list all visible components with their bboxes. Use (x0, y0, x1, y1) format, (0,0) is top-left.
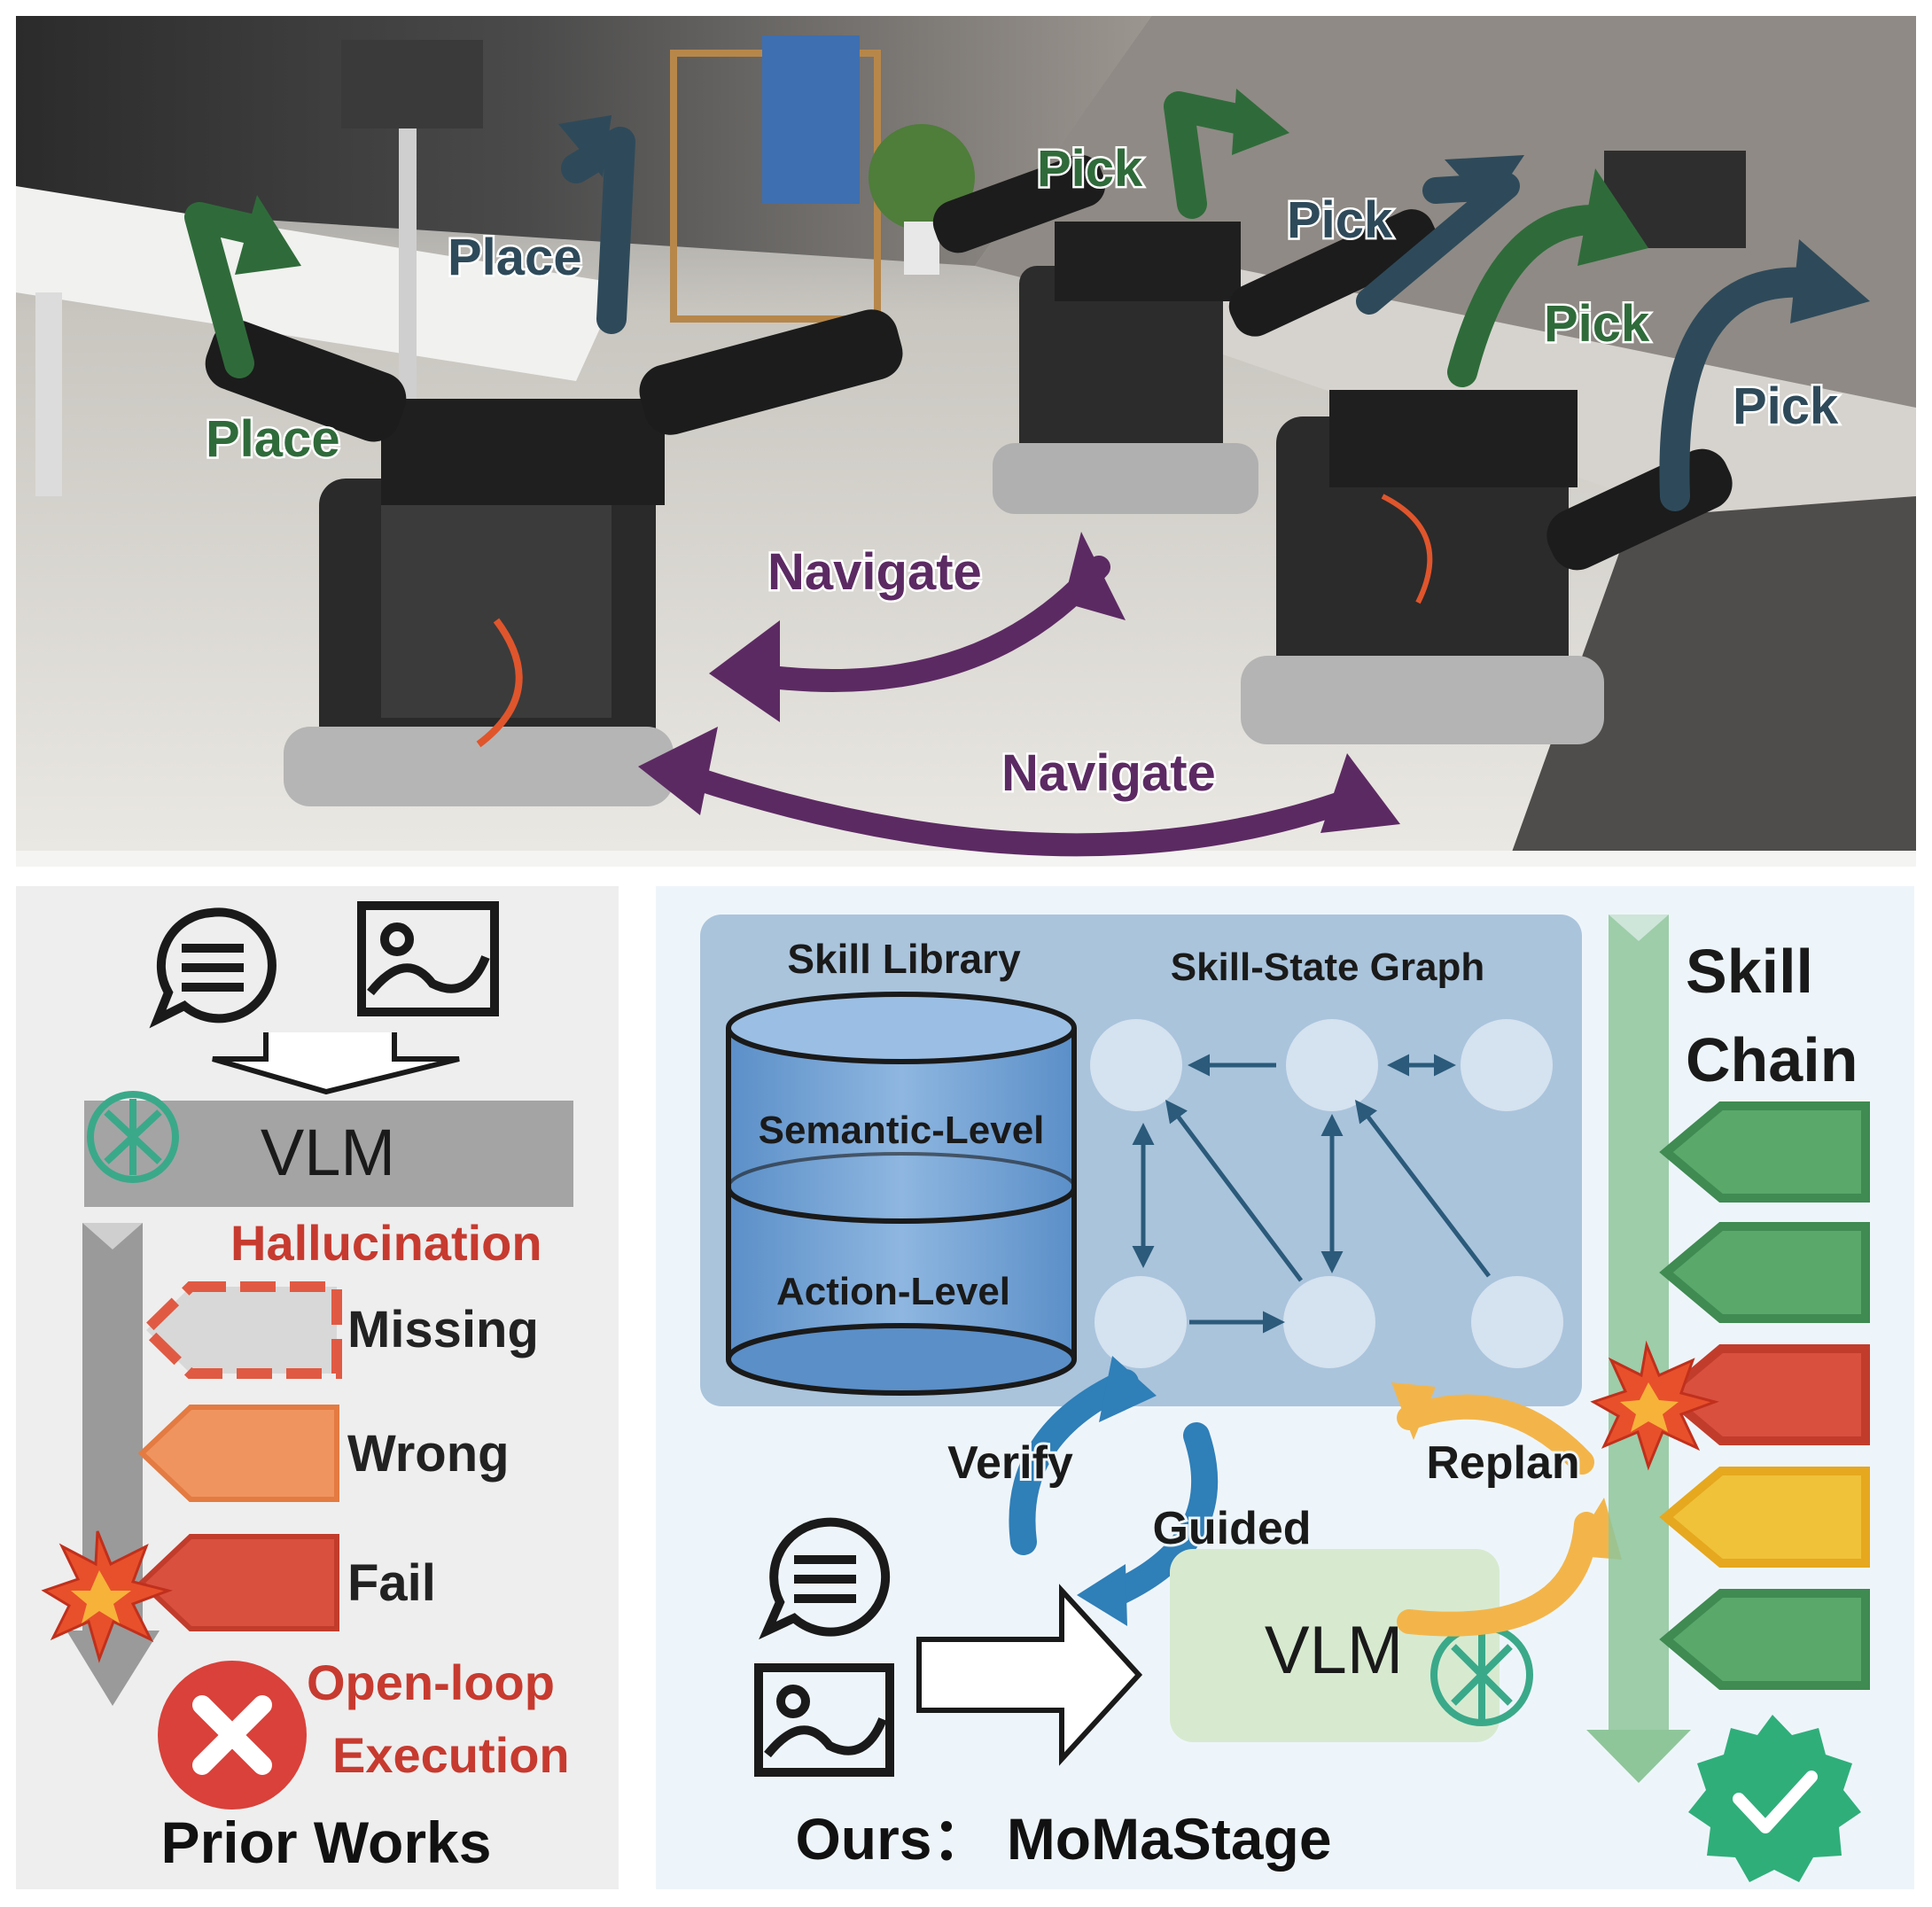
vlm-label: VLM (261, 1116, 395, 1189)
chat-bubble-icon (149, 907, 277, 1029)
pick-arrow-2 (1356, 173, 1520, 315)
action-level-label: Action-Level (776, 1270, 1010, 1313)
skill-tag-yellow (1659, 1467, 1870, 1568)
pick-label-4: Pick (1733, 378, 1839, 435)
prior-works-panel: VLM Hallucination Missing Wrong Fail Ope… (16, 886, 619, 1889)
semantic-level-label: Semantic-Level (759, 1109, 1045, 1152)
skill-chain-shaft (1609, 915, 1669, 1730)
vlm-label: VLM (1265, 1613, 1403, 1688)
graph-edge (1354, 1100, 1491, 1278)
graph-edge (1165, 1100, 1303, 1282)
robot-right (1241, 151, 1746, 744)
graph-node (1283, 1276, 1375, 1368)
skill-state-graph (1090, 1019, 1563, 1368)
skill-chain-arrow-head (1586, 1730, 1691, 1783)
pick-label-3: Pick (1544, 295, 1650, 353)
robot-scene-photo (16, 16, 1916, 867)
navigate-label-1: Navigate (767, 543, 982, 601)
image-icon (357, 901, 499, 1016)
ours-title: Ours： MoMaStage (795, 1806, 1331, 1872)
scene-labels: Place Place Pick Pick Pick Pick Navigate… (204, 138, 1842, 805)
open-loop-label: Open-loop (307, 1654, 555, 1710)
fail-tag (137, 1534, 339, 1631)
graph-node (1286, 1019, 1378, 1111)
down-arrow-icon (212, 1032, 460, 1095)
navigate-arrow-2 (662, 759, 1367, 857)
replan-label: Replan (1426, 1437, 1579, 1489)
guided-arrow-head (1077, 1564, 1127, 1626)
pick-label-1: Pick (1037, 140, 1143, 198)
skill-library-database (726, 992, 1077, 1396)
missing-tag (138, 1281, 342, 1379)
navigate-label-2: Navigate (1001, 744, 1216, 802)
guided-label: Guided (1152, 1503, 1311, 1554)
pick-arrow-4 (1659, 267, 1832, 511)
openai-logo-icon (1430, 1623, 1533, 1726)
hallucination-label: Hallucination (230, 1215, 542, 1271)
fail-label: Fail (347, 1554, 436, 1612)
right-arrow-icon (916, 1584, 1143, 1766)
pick-arrow-1 (1164, 91, 1256, 219)
skill-chain-label-1: Skill (1686, 937, 1813, 1006)
pick-label-2: Pick (1287, 191, 1393, 249)
skill-state-graph-title: Skill-State Graph (1171, 946, 1485, 989)
robot-middle (932, 154, 1438, 514)
robot-left (205, 40, 903, 806)
verify-arrow-head (1099, 1356, 1157, 1422)
openai-logo-icon (87, 1091, 179, 1183)
skill-tag-green (1659, 1101, 1870, 1203)
graph-node (1090, 1019, 1182, 1111)
chat-bubble-icon (759, 1517, 891, 1640)
image-icon (754, 1663, 894, 1777)
vlm-box (1170, 1549, 1500, 1742)
wrong-tag (137, 1405, 339, 1502)
skill-library-title: Skill Library (787, 936, 1021, 982)
place-label-2: Place (206, 410, 340, 468)
skill-tag-green (1659, 1589, 1870, 1690)
replan-arrow-head-1 (1391, 1382, 1436, 1440)
graph-node (1461, 1019, 1553, 1111)
graph-node (1095, 1276, 1187, 1368)
execution-label: Execution (332, 1727, 570, 1783)
graph-node (1471, 1276, 1563, 1368)
place-label-1: Place (448, 229, 582, 286)
navigate-arrow-1 (733, 556, 1110, 692)
missing-label: Missing (347, 1301, 539, 1358)
skill-tag-green (1659, 1222, 1870, 1323)
prior-works-title: Prior Works (161, 1810, 492, 1875)
scene-arrows (184, 89, 1870, 857)
down-arrow-head (66, 1631, 160, 1706)
place-arrow-left (184, 202, 272, 378)
wrong-label: Wrong (347, 1425, 510, 1483)
vlm-bar (84, 1101, 573, 1207)
skill-chain-label-2: Chain (1686, 1025, 1858, 1094)
ours-panel: Skill Library Semantic-Level Action-Leve… (656, 886, 1914, 1889)
skill-chain-tags (1659, 1101, 1870, 1690)
verify-guided-loop (1009, 1369, 1219, 1608)
verify-label: Verify (947, 1437, 1073, 1489)
check-badge-icon (1688, 1715, 1861, 1882)
